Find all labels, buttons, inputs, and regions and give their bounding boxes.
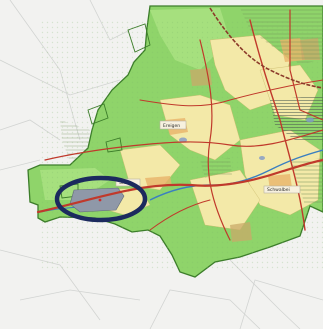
water-body [179, 117, 314, 160]
road-network [36, 9, 323, 241]
lake-marker [98, 198, 102, 202]
place-label-upper-text: Ereigen [163, 123, 180, 129]
highlight-ellipse [54, 175, 148, 223]
highway [209, 7, 323, 89]
place-label-right: Schwalbei [263, 185, 301, 194]
place-label-upper: Ereigen [159, 120, 187, 130]
gravel-lake [69, 187, 125, 213]
hatched-zone [60, 8, 323, 205]
place-label-right-text: Schwalbei [267, 187, 290, 193]
